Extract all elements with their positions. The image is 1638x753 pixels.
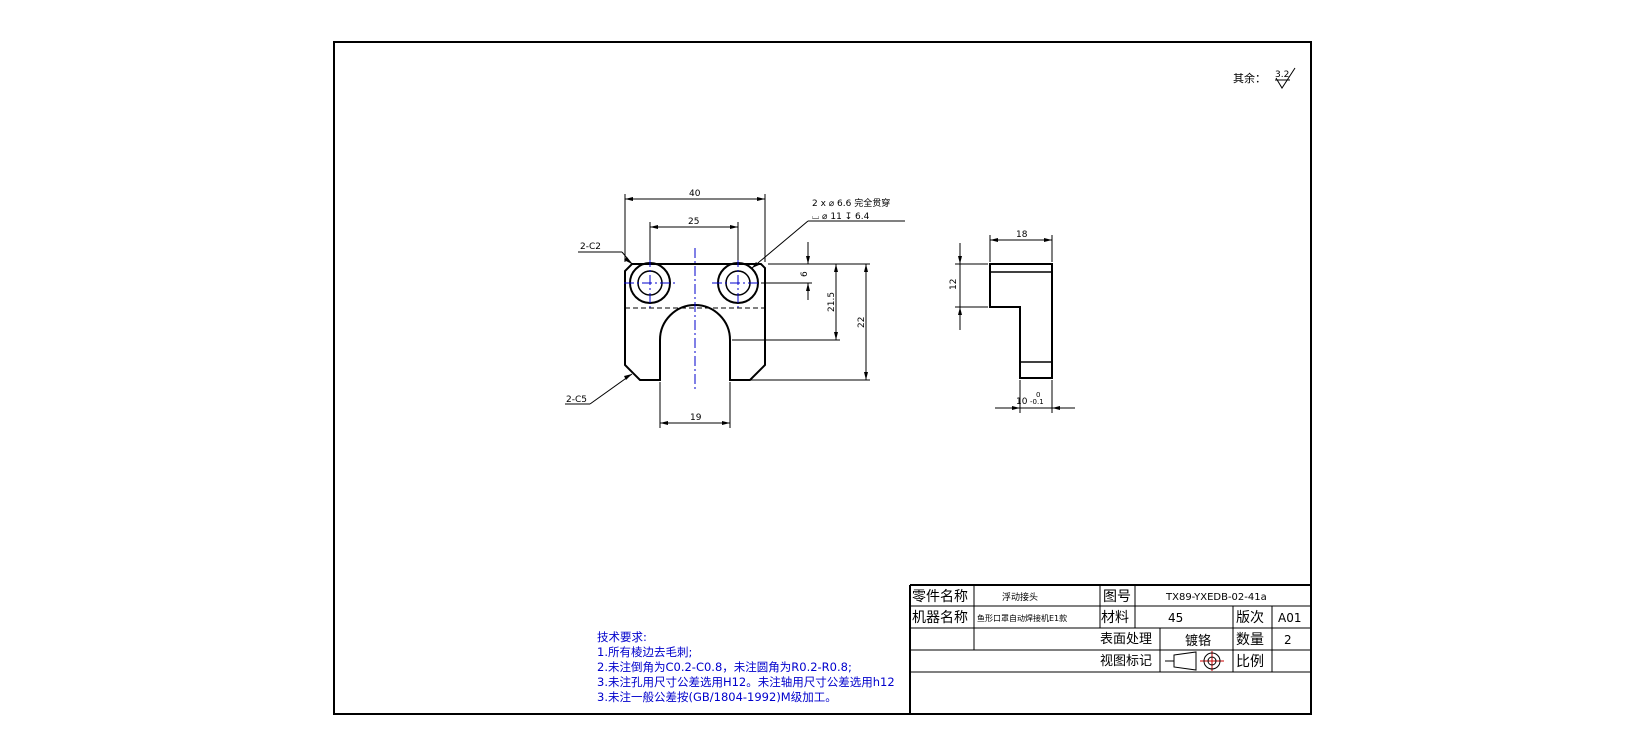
dim-chamfer-bottom: 2-C5 [566, 395, 587, 405]
dim-hole-offset: 6 [800, 271, 810, 277]
dim-hole-spacing: 25 [688, 217, 699, 227]
center-lines [624, 248, 764, 392]
machine-name-label: 机器名称 [912, 610, 968, 626]
tech-requirement-item: 1.所有棱边去毛刺; [597, 645, 693, 659]
roughness-value: 3.2 [1275, 70, 1289, 80]
dim-chamfer-top: 2-C2 [580, 242, 601, 252]
dim-side-step: 12 [949, 279, 959, 290]
dim-slot-width: 19 [690, 413, 702, 423]
title-block: 零件名称 浮动接头 图号 TX89-YXEDB-02-41a 机器名称 鱼形口罩… [909, 584, 1311, 714]
dim-width-overall: 40 [689, 189, 701, 199]
projection-symbol-icon [1165, 651, 1224, 671]
dim-side-width: 18 [1016, 230, 1028, 240]
front-dimension-arrows [624, 197, 868, 425]
surface-label: 表面处理 [1100, 632, 1152, 647]
material-value: 45 [1168, 611, 1183, 625]
revision-value: A01 [1278, 611, 1301, 625]
side-dimension-arrows [958, 238, 1060, 410]
roughness-label: 其余： [1233, 71, 1266, 85]
quantity-label: 数量 [1236, 632, 1264, 648]
dim-slot-depth: 21.5 [827, 292, 837, 312]
machine-name-value: 鱼形口罩自动焊接机E1款 [977, 613, 1067, 623]
front-dimension-lines [565, 194, 905, 428]
dim-hole-callout-1: 2 x ⌀ 6.6 完全贯穿 [812, 197, 890, 209]
tech-requirements: 技术要求: 1.所有棱边去毛刺; 2.未注倒角为C0.2-C0.8，未注圆角为R… [597, 630, 895, 705]
scale-label: 比例 [1236, 654, 1264, 670]
tech-requirement-item: 3.未注孔用尺寸公差选用H12。未注轴用尺寸公差选用h12 [597, 675, 895, 689]
surface-value: 镀铬 [1185, 633, 1211, 649]
tech-requirement-item: 3.未注一般公差按(GB/1804-1992)M级加工。 [597, 690, 837, 704]
roughness-note: 其余： 3.2 [1233, 67, 1296, 89]
tech-requirements-title: 技术要求: [597, 630, 647, 644]
part-name-label: 零件名称 [912, 589, 968, 605]
part-name-value: 浮动接头 [1002, 591, 1038, 603]
side-view-outline [989, 263, 1053, 379]
dim-hole-callout-2: ⌴ ⌀ 11 ↧ 6.4 [812, 212, 870, 222]
dim-height-overall: 22 [857, 317, 867, 328]
tech-requirement-item: 2.未注倒角为C0.2-C0.8，未注圆角为R0.2-R0.8; [597, 660, 852, 674]
material-label: 材料 [1101, 610, 1129, 626]
view-label: 视图标记 [1100, 654, 1152, 669]
dim-thickness: 10 [1016, 397, 1028, 407]
drawing-frame [333, 41, 1312, 715]
dim-thickness-tol-upper: 0 [1036, 391, 1040, 399]
side-dimension-lines [955, 235, 1075, 413]
dim-thickness-tol-lower: -0.1 [1030, 398, 1044, 406]
side-view [989, 263, 1053, 379]
quantity-value: 2 [1284, 633, 1292, 647]
drawing-no-label: 图号 [1103, 589, 1131, 605]
drawing-no-value: TX89-YXEDB-02-41a [1165, 592, 1267, 603]
front-view-outline [624, 263, 766, 381]
revision-label: 版次 [1236, 610, 1264, 626]
front-view [624, 248, 766, 392]
roughness-symbol-icon [1275, 67, 1296, 89]
